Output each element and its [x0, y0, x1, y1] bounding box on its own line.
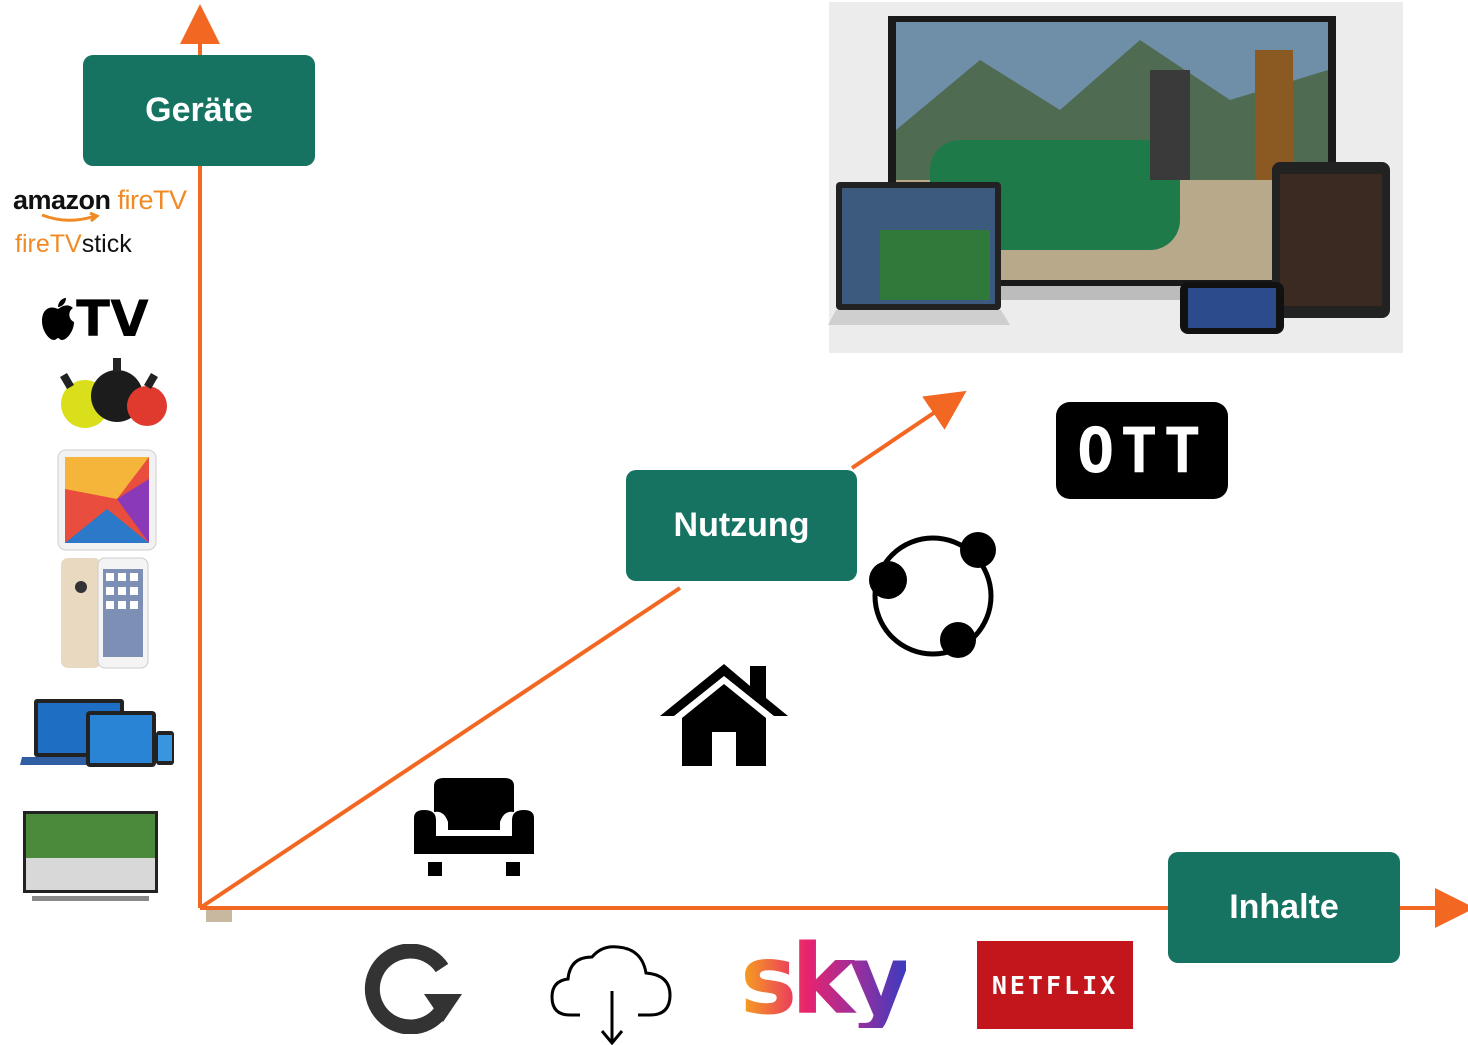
replay-icon: [364, 944, 462, 1034]
nutzung-label-box: Nutzung: [626, 470, 857, 581]
amazon-smile-icon: [41, 212, 100, 223]
stick-word: stick: [81, 230, 132, 258]
inhalte-label-box: Inhalte: [1168, 852, 1400, 963]
fire-tv-word: fireTV: [117, 185, 188, 215]
tv-word: TV: [49, 230, 82, 258]
inhalte-label: Inhalte: [1229, 888, 1339, 926]
armchair-icon: [414, 778, 534, 876]
iphone-icon: [61, 557, 149, 669]
home-icon: [660, 664, 788, 766]
netflix-logo-text: NETFLIX: [991, 970, 1119, 1000]
cloud-download-icon: [550, 945, 672, 1045]
apple-tv-logo: TV: [40, 290, 149, 348]
geraete-label-box: Geräte: [83, 55, 315, 166]
android-tablet-icon: [57, 449, 157, 551]
fire-word: fire: [15, 230, 50, 258]
smart-tv-icon: [23, 811, 158, 901]
windows-devices-icon: [20, 699, 174, 767]
network-share-icon: [869, 532, 996, 658]
ott-badge-text: OTT: [1077, 414, 1207, 487]
nutzung-label: Nutzung: [673, 506, 810, 544]
sky-logo: sky: [740, 932, 906, 1028]
amazon-fire-tv-logo: amazon fireTV: [13, 185, 187, 216]
sky-logo-text: sky: [740, 924, 906, 1036]
multiscreen-devices-image: [828, 2, 1403, 353]
origin-small-image: [206, 910, 232, 922]
geraete-label: Geräte: [145, 91, 253, 129]
apple-icon: [42, 298, 74, 340]
chromecast-icon: [60, 358, 167, 428]
apple-tv-text: TV: [76, 290, 149, 348]
amazon-word: amazon: [13, 185, 111, 215]
diagonal-axis-lower: [198, 586, 682, 910]
ott-badge: OTT: [1056, 402, 1228, 499]
fire-tv-stick-logo: fireTVstick: [15, 230, 132, 259]
netflix-logo: NETFLIX: [977, 941, 1133, 1029]
diagonal-axis-upper: [850, 390, 967, 470]
